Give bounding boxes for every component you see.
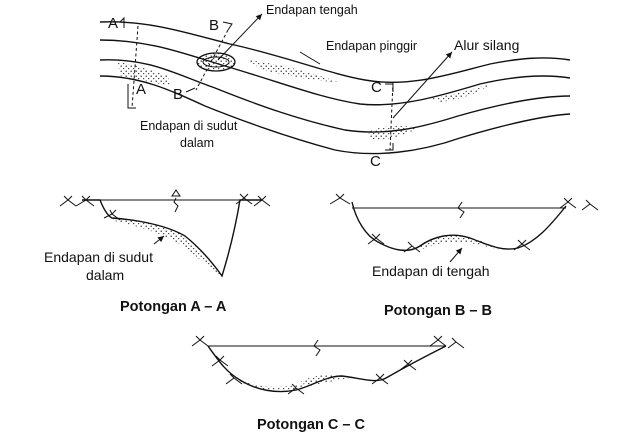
section-a: Endapan di sudut dalam Potongan A – A [44, 189, 271, 315]
section-a-caption: Potongan A – A [120, 299, 227, 315]
mark-c-top: C [371, 79, 382, 96]
label-endapan-tengah: Endapan tengah [266, 3, 358, 17]
mark-a-bottom: A [136, 81, 146, 98]
edge-deposit-right [430, 84, 490, 102]
section-a-label-1: Endapan di sudut [44, 249, 153, 265]
mark-b-top: B [209, 17, 219, 34]
inner-bend-deposit-a [118, 62, 170, 86]
mark-c-bottom: C [370, 153, 381, 170]
section-line-c [389, 81, 394, 151]
label-endapan-sudut-2: dalam [180, 136, 214, 150]
section-b-deposit [420, 235, 500, 250]
bank-channel-upper [99, 39, 571, 106]
section-line-a [131, 25, 139, 109]
label-endapan-sudut-1: Endapan di sudut [140, 119, 238, 133]
edge-deposit [248, 60, 338, 82]
section-c: Potongan C – C [191, 335, 465, 433]
middle-bar [196, 52, 236, 72]
section-b-label: Endapan di tengah [372, 263, 490, 279]
bank-outer-bottom [99, 75, 571, 155]
bank-outer-top [99, 21, 571, 83]
mark-a-top: A [108, 15, 118, 32]
bank-channel-lower [99, 59, 571, 133]
label-endapan-pinggir: Endapan pinggir [326, 39, 417, 53]
section-c-caption: Potongan C – C [257, 417, 365, 433]
section-a-label-2: dalam [86, 267, 124, 283]
label-alur-silang: Alur silang [454, 37, 519, 53]
section-line-b [195, 29, 229, 91]
section-b: Endapan di tengah Potongan B – B [329, 193, 599, 319]
section-b-caption: Potongan B – B [384, 303, 492, 319]
section-a-deposit [110, 218, 222, 276]
section-c-deposit-right [300, 374, 350, 386]
plan-view: A A B B C C Endapan tengah Endapan pingg… [99, 3, 571, 170]
mark-b-bottom: B [173, 86, 183, 103]
